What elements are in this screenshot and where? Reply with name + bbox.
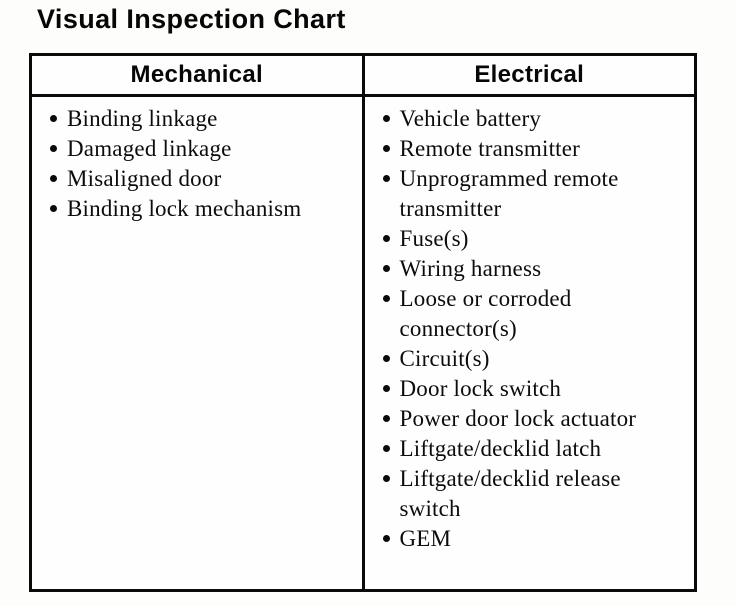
list-item: Wiring harness <box>381 254 643 284</box>
list-item: Vehicle battery <box>381 104 643 134</box>
column-header-electrical: Electrical <box>361 53 697 97</box>
list-item: Remote transmitter <box>381 134 643 164</box>
list-item: Power door lock actuator <box>381 404 643 434</box>
list-item: Loose or corroded connector(s) <box>381 284 643 344</box>
list-item: Circuit(s) <box>381 344 643 374</box>
list-item: Damaged linkage <box>48 134 358 164</box>
list-item: GEM <box>381 524 643 554</box>
column-header-mechanical: Mechanical <box>29 53 365 97</box>
list-item: Liftgate/decklid latch <box>381 434 643 464</box>
list-item: Unprogrammed remote transmitter <box>381 164 643 224</box>
list-item: Fuse(s) <box>381 224 643 254</box>
list-item: Misaligned door <box>48 164 358 194</box>
page-title: Visual Inspection Chart <box>37 4 346 34</box>
list-item: Binding lock mechanism <box>48 194 358 224</box>
list-item: Liftgate/decklid release switch <box>381 464 643 524</box>
table-header-row: Mechanical Electrical <box>29 53 697 97</box>
list-item: Binding linkage <box>48 104 358 134</box>
list-item: Door lock switch <box>381 374 643 404</box>
